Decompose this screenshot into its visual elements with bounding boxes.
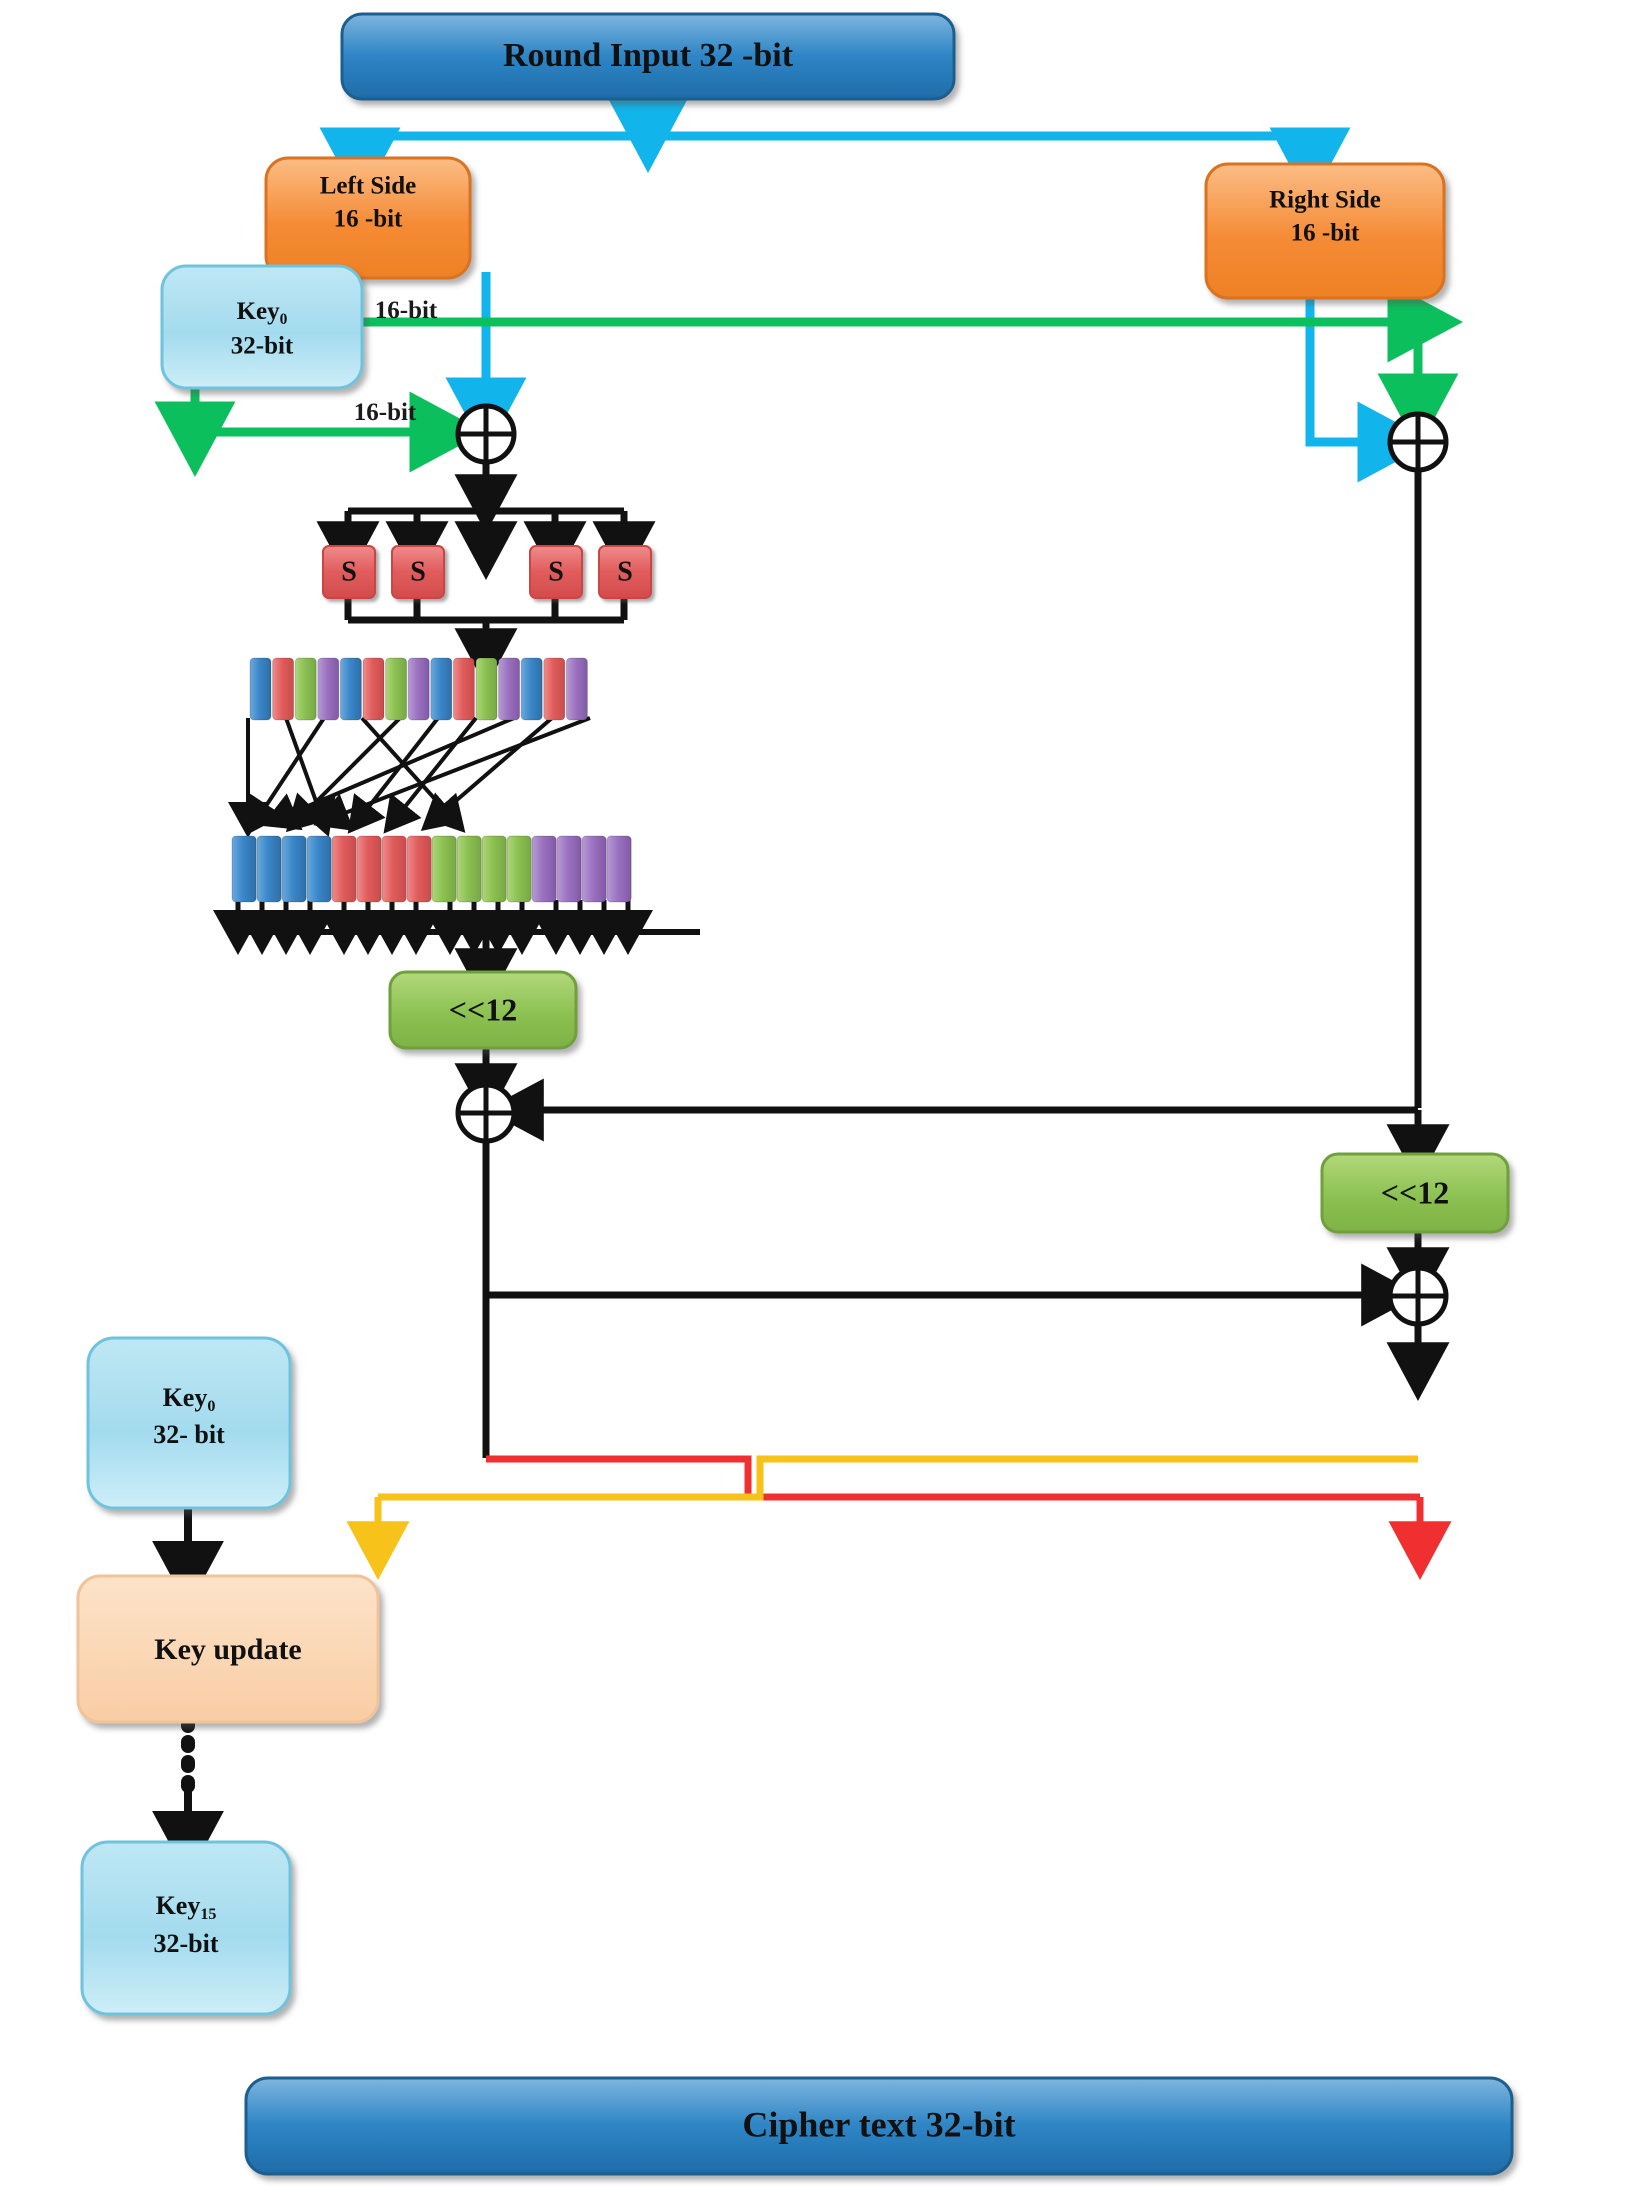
sbox-label: S — [341, 556, 357, 587]
bit-cell — [306, 835, 332, 903]
bit-cell — [430, 657, 453, 721]
sbox-3[interactable]: S — [598, 545, 652, 599]
xor-right-key[interactable] — [1387, 411, 1449, 473]
bit-cell — [294, 657, 317, 721]
interleaved-bit-row — [249, 657, 588, 721]
bit-cell — [272, 657, 295, 721]
xor-left-key[interactable] — [455, 403, 517, 465]
label-16bit-lower: 16-bit — [354, 399, 417, 426]
round-input-box[interactable]: Round Input 32 -bit — [340, 12, 956, 101]
bit-cell — [362, 657, 385, 721]
round-input-label: Round Input 32 -bit — [503, 37, 794, 74]
bit-cell — [581, 835, 607, 903]
bit-cell — [531, 835, 557, 903]
bit-cell — [385, 657, 408, 721]
sbox-label: S — [410, 556, 426, 587]
xor-right-feistel[interactable] — [1387, 1265, 1449, 1327]
bit-cell — [406, 835, 432, 903]
key0-top-sub: 0 — [280, 311, 288, 328]
key15-schedule-label: Key — [156, 1891, 201, 1920]
bit-cell — [231, 835, 257, 903]
wire-key0-to-left-xor — [154, 388, 485, 477]
bit-cell — [543, 657, 566, 721]
key0-schedule-bits: 32- bit — [153, 1420, 225, 1449]
bit-cell — [606, 835, 632, 903]
bit-cell — [498, 657, 521, 721]
xor-left-feistel[interactable] — [455, 1082, 517, 1144]
svg-text:Key0: Key0 — [163, 1383, 216, 1415]
key0-top-label: Key — [237, 298, 281, 325]
bit-cell — [431, 835, 457, 903]
key-update-box[interactable]: Key update — [76, 1574, 380, 1724]
left-side-label-line2: 16 -bit — [334, 206, 403, 233]
svg-text:Key0: Key0 — [237, 298, 288, 328]
right-side-label-line2: 16 -bit — [1291, 220, 1360, 247]
wire-right-to-xor — [1305, 298, 1433, 483]
sbox-0[interactable]: S — [322, 545, 376, 599]
bit-cell — [317, 657, 340, 721]
wire-left-trunk-cross — [482, 1143, 1420, 1458]
grouped-bit-row — [231, 835, 632, 903]
wire-xor-to-sboxes — [316, 462, 656, 580]
bit-cell — [339, 657, 362, 721]
bit-cell — [506, 835, 532, 903]
bit-cell — [481, 835, 507, 903]
sbox-label: S — [548, 556, 564, 587]
sbox-1[interactable]: S — [391, 545, 445, 599]
bit-cell — [249, 657, 272, 721]
wire-round-input-split — [319, 97, 1351, 203]
bit-cell — [475, 657, 498, 721]
key0-schedule-sub: 0 — [207, 1398, 215, 1415]
right-side-box[interactable]: Right Side 16 -bit — [1204, 162, 1446, 300]
bit-cell — [256, 835, 282, 903]
bit-cell — [407, 657, 430, 721]
svg-text:Key15: Key15 — [156, 1891, 217, 1923]
key0-schedule-box[interactable]: Key0 32- bit — [86, 1336, 292, 1510]
wire-swap-red — [486, 1455, 1452, 1580]
sbox-row: S S S S — [322, 545, 652, 599]
key15-schedule-box[interactable]: Key15 32-bit — [80, 1840, 292, 2016]
bit-cell — [331, 835, 357, 903]
shift-left-box[interactable]: <<12 — [388, 970, 578, 1050]
wire-permutation-crossings — [228, 716, 591, 838]
key0-top-box[interactable]: Key0 32-bit — [160, 264, 364, 390]
bit-cell — [356, 835, 382, 903]
cipher-text-box[interactable]: Cipher text 32-bit — [244, 2076, 1514, 2176]
shift-right-label: <<12 — [1381, 1174, 1449, 1210]
key0-top-bits: 32-bit — [231, 333, 294, 360]
bit-cell — [452, 657, 475, 721]
shift-right-box[interactable]: <<12 — [1320, 1152, 1510, 1234]
bit-cell — [381, 835, 407, 903]
sbox-2[interactable]: S — [529, 545, 583, 599]
wire-right-branch-down — [485, 468, 1450, 1183]
bit-cell — [281, 835, 307, 903]
wire-key0-to-right-xor — [358, 281, 1463, 449]
bit-cell — [565, 657, 588, 721]
key15-schedule-bits: 32-bit — [154, 1929, 219, 1958]
sbox-label: S — [617, 556, 633, 587]
right-side-label-line1: Right Side — [1269, 187, 1381, 214]
wire-swap-yellow — [346, 1455, 1418, 1580]
bit-cell — [456, 835, 482, 903]
key0-schedule-label: Key — [163, 1383, 208, 1412]
cipher-text-label: Cipher text 32-bit — [742, 2104, 1015, 2144]
wire-sboxes-to-bitrow1 — [344, 597, 628, 687]
bit-cell — [520, 657, 543, 721]
left-side-label-line1: Left Side — [320, 173, 417, 200]
left-side-box[interactable]: Left Side 16 -bit — [264, 156, 472, 280]
key15-schedule-sub: 15 — [200, 1906, 216, 1923]
key-update-label: Key update — [154, 1633, 302, 1666]
wire-bitrow2-collect — [213, 900, 700, 1007]
label-16bit-upper: 16-bit — [375, 297, 438, 324]
shift-left-label: <<12 — [449, 991, 517, 1027]
bit-cell — [556, 835, 582, 903]
